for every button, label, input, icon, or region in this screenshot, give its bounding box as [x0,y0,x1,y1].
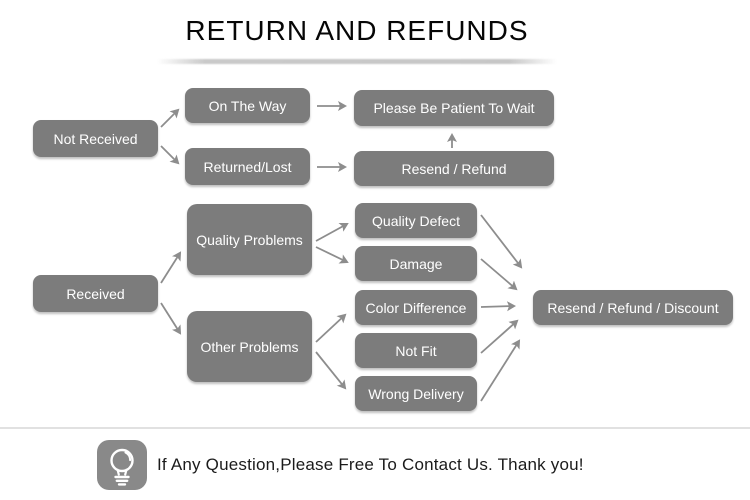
flow-node-resend-refund: Resend / Refund [354,151,554,186]
flow-node-resend-refund-discount: Resend / Refund / Discount [533,290,733,325]
flow-arrow [480,319,519,354]
footer-message: If Any Question,Please Free To Contact U… [157,455,584,474]
flow-arrow [160,251,182,284]
flow-node-quality-defect: Quality Defect [355,203,477,238]
flow-arrow [315,351,347,390]
footer: If Any Question,Please Free To Contact U… [97,440,584,490]
flow-node-received: Received [33,275,158,312]
flow-arrow [160,145,180,165]
footer-divider [0,427,750,429]
flow-node-please-be-patient: Please Be Patient To Wait [354,90,554,126]
page-title: RETURN AND REFUNDS [185,15,529,46]
flow-node-other-problems: Other Problems [187,311,312,382]
flow-node-damage: Damage [355,246,477,281]
flow-node-on-the-way: On The Way [185,88,310,123]
flow-arrow [315,246,349,264]
flow-node-quality-problems: Quality Problems [187,204,312,275]
flow-arrow [315,222,349,242]
flow-arrow [160,108,180,128]
flow-arrow [480,258,518,291]
flow-arrow [480,339,521,402]
flow-arrow [160,302,182,335]
flow-node-wrong-delivery: Wrong Delivery [355,376,477,411]
flow-node-not-received: Not Received [33,120,158,157]
flow-arrow [480,301,516,312]
flow-arrow [315,313,347,343]
flow-node-not-fit: Not Fit [355,333,477,368]
light-bulb-icon [97,440,147,490]
title-underline-divider [157,59,557,64]
flow-node-returned-lost: Returned/Lost [185,148,310,185]
flow-arrow [480,214,523,269]
flow-node-color-difference: Color Difference [355,290,477,325]
